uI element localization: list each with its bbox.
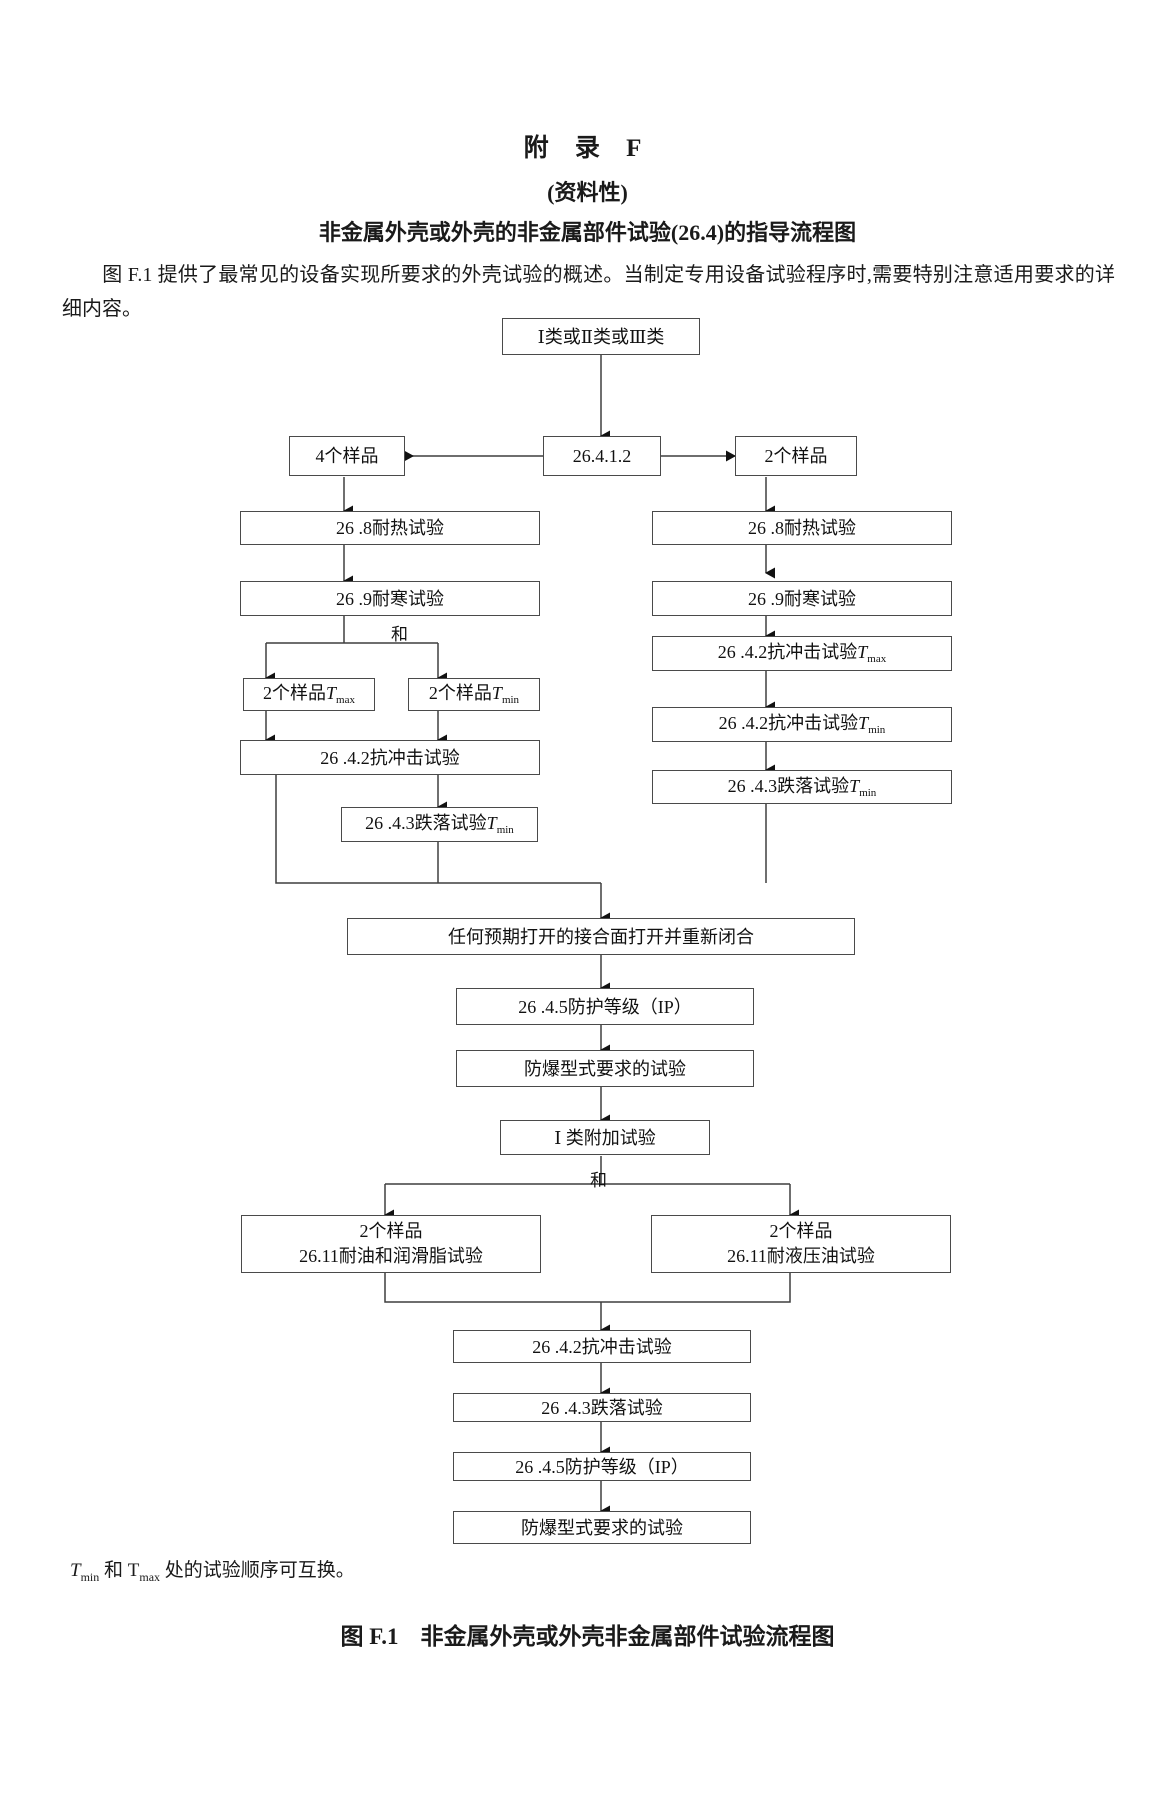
node-left-sample-tmax[interactable]: 2个样品Tmax xyxy=(243,678,375,711)
node-right-impact-tmin-label: 26 .4.2抗冲击试验Tmin xyxy=(718,713,886,736)
node-final-ip-label: 26 .4.5防护等级（IP） xyxy=(515,1456,689,1477)
node-right-impact-tmax[interactable]: 26 .4.2抗冲击试验Tmax xyxy=(652,636,952,671)
node-final-explosion-test[interactable]: 防爆型式要求的试验 xyxy=(453,1511,751,1544)
label-and-lower: 和 xyxy=(590,1171,607,1190)
node-right-drop-label: 26 .4.3跌落试验Tmin xyxy=(727,775,877,799)
node-hydraulic-oil-test[interactable]: 2个样品 26.11耐液压油试验 xyxy=(651,1215,951,1273)
node-left-cold-label: 26 .9耐寒试验 xyxy=(336,588,444,609)
appendix-heading: 非金属外壳或外壳的非金属部件试验(26.4)的指导流程图 xyxy=(318,220,857,245)
intro-text: 图 F.1 提供了最常见的设备实现所要求的外壳试验的概述。当制定专用设备试验程序… xyxy=(62,264,1115,320)
node-left-drop-test[interactable]: 26 .4.3跌落试验Tmin xyxy=(341,807,538,842)
node-joint-reopen-label: 任何预期打开的接合面打开并重新闭合 xyxy=(448,926,754,947)
node-final-impact-label: 26 .4.2抗冲击试验 xyxy=(532,1336,672,1357)
node-oil-grease-line1: 2个样品 xyxy=(359,1221,423,1241)
node-clause-label: 26.4.1.2 xyxy=(572,446,632,466)
node-right-impact-tmin[interactable]: 26 .4.2抗冲击试验Tmin xyxy=(652,707,952,742)
node-start-label: Ⅰ类或Ⅱ类或Ⅲ类 xyxy=(537,326,665,347)
node-oil-grease-line2: 26.11耐油和润滑脂试验 xyxy=(299,1246,483,1266)
node-left-cold-test[interactable]: 26 .9耐寒试验 xyxy=(240,581,540,616)
node-right-drop-test[interactable]: 26 .4.3跌落试验Tmin xyxy=(652,770,952,804)
node-oil-grease-test[interactable]: 2个样品 26.11耐油和润滑脂试验 xyxy=(241,1215,541,1273)
node-samples-4[interactable]: 4个样品 xyxy=(289,436,405,476)
node-right-heat-test[interactable]: 26 .8耐热试验 xyxy=(652,511,952,545)
node-class1-extra-test[interactable]: Ⅰ 类附加试验 xyxy=(500,1120,710,1155)
node-joint-reopen[interactable]: 任何预期打开的接合面打开并重新闭合 xyxy=(347,918,855,955)
node-left-sample-tmin[interactable]: 2个样品Tmin xyxy=(408,678,540,711)
node-left-impact-test[interactable]: 26 .4.2抗冲击试验 xyxy=(240,740,540,775)
node-hydraulic-line1: 2个样品 xyxy=(769,1221,833,1241)
node-right-cold-test[interactable]: 26 .9耐寒试验 xyxy=(652,581,952,616)
node-final-explosion-label: 防爆型式要求的试验 xyxy=(521,1517,683,1538)
node-left-drop-label: 26 .4.3跌落试验Tmin xyxy=(365,813,514,836)
node-final-drop-label: 26 .4.3跌落试验 xyxy=(541,1397,663,1418)
appendix-subtitle: (资料性) xyxy=(547,180,628,205)
node-final-ip-rating[interactable]: 26 .4.5防护等级（IP） xyxy=(453,1452,751,1481)
node-final-drop-test[interactable]: 26 .4.3跌落试验 xyxy=(453,1393,751,1422)
node-right-cold-label: 26 .9耐寒试验 xyxy=(748,588,856,609)
node-explosion-type-test[interactable]: 防爆型式要求的试验 xyxy=(456,1050,754,1087)
node-class1-extra-label: Ⅰ 类附加试验 xyxy=(554,1127,656,1148)
node-left-heat-label: 26 .8耐热试验 xyxy=(336,518,444,538)
figure-caption-text: 非金属外壳或外壳非金属部件试验流程图 xyxy=(420,1624,835,1649)
figure-caption-label: 图 F.1 xyxy=(340,1624,399,1649)
node-left-sample-tmin-label: 2个样品Tmin xyxy=(428,683,520,706)
node-ip-rating[interactable]: 26 .4.5防护等级（IP） xyxy=(456,988,754,1025)
appendix-title: 附 录 F xyxy=(523,135,652,162)
figure-caption: 图 F.1 非金属外壳或外壳非金属部件试验流程图 xyxy=(0,1617,1175,1651)
node-final-impact-test[interactable]: 26 .4.2抗冲击试验 xyxy=(453,1330,751,1363)
node-right-heat-label: 26 .8耐热试验 xyxy=(748,518,856,538)
node-samples-4-label: 4个样品 xyxy=(315,446,379,466)
figure-footnote: Tmin 和 Tmax 处的试验顺序可互换。 xyxy=(70,1560,355,1584)
node-left-heat-test[interactable]: 26 .8耐热试验 xyxy=(240,511,540,545)
label-and-upper: 和 xyxy=(391,625,408,644)
node-start-class[interactable]: Ⅰ类或Ⅱ类或Ⅲ类 xyxy=(502,318,700,355)
node-samples-2[interactable]: 2个样品 xyxy=(735,436,857,476)
node-ip-rating-label: 26 .4.5防护等级（IP） xyxy=(518,996,692,1017)
node-explosion-type-label: 防爆型式要求的试验 xyxy=(524,1058,686,1079)
node-left-sample-tmax-label: 2个样品Tmax xyxy=(263,683,355,706)
intro-paragraph: 图 F.1 提供了最常见的设备实现所要求的外壳试验的概述。当制定专用设备试验程序… xyxy=(62,258,1115,326)
node-clause-26412[interactable]: 26.4.1.2 xyxy=(543,436,661,476)
node-left-impact-label: 26 .4.2抗冲击试验 xyxy=(320,747,460,768)
node-right-impact-tmax-label: 26 .4.2抗冲击试验Tmax xyxy=(717,642,887,665)
node-samples-2-label: 2个样品 xyxy=(764,446,828,466)
node-hydraulic-line2: 26.11耐液压油试验 xyxy=(727,1246,875,1266)
